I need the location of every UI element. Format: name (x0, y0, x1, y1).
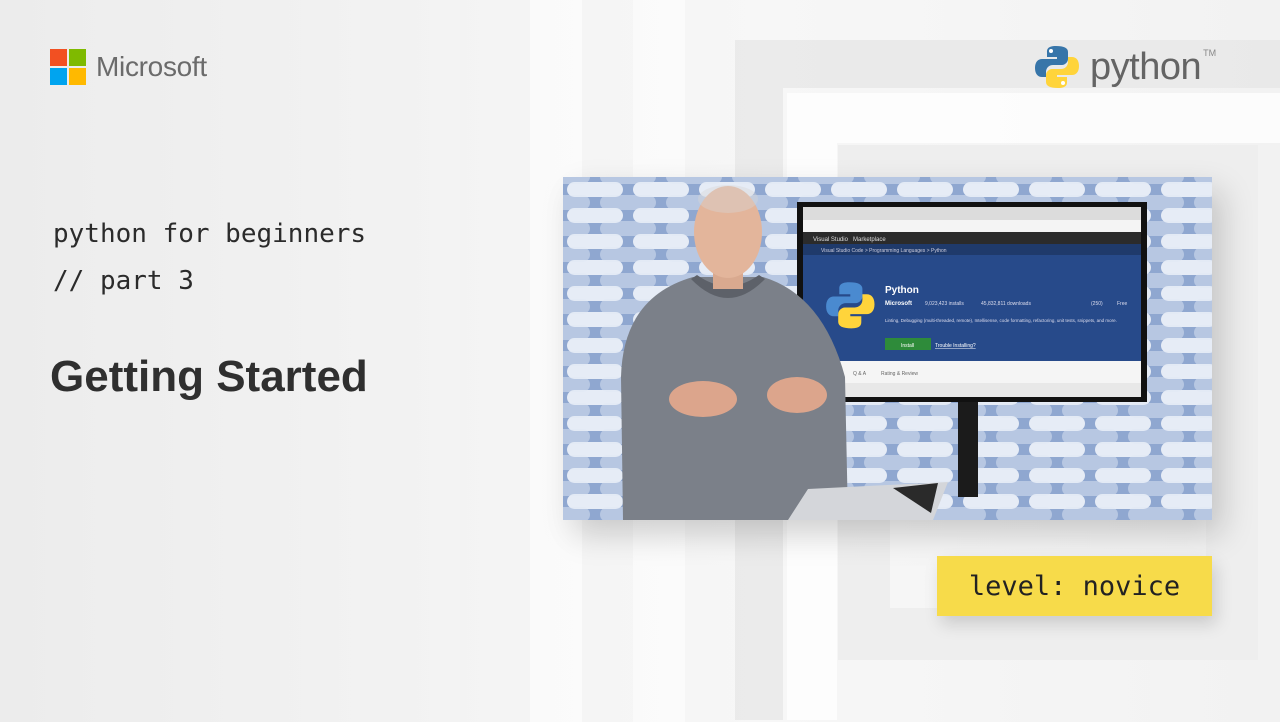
series-name: python for beginners (53, 219, 367, 249)
microsoft-wordmark: Microsoft (96, 51, 207, 82)
ms-square-red (50, 49, 67, 66)
ms-square-blue (50, 68, 67, 85)
series-part: // part 3 (53, 266, 194, 296)
monitor-breadcrumb: Visual Studio Code > Programming Languag… (821, 248, 947, 254)
python-snake-icon (1035, 46, 1079, 88)
presenter-scene-image: Marketplace Visual Studio Visual Studio … (563, 177, 1212, 520)
episode-title: Getting Started (50, 352, 368, 401)
monitor-install-button: Install (901, 343, 914, 349)
monitor-tab-qa: Q & A (853, 371, 867, 377)
monitor-installs: 9,023,423 installs (925, 301, 964, 307)
monitor-description: Linting, Debugging (multi-threaded, remo… (885, 318, 1117, 323)
video-thumbnail: Marketplace Visual Studio Visual Studio … (563, 177, 1212, 520)
monitor-downloads: 45,832,811 downloads (981, 301, 1031, 307)
microsoft-grid-icon (50, 49, 86, 85)
monitor-trouble-link: Trouble Installing? (935, 343, 976, 349)
ms-square-green (69, 49, 86, 66)
python-wordmark: python (1090, 45, 1202, 88)
python-logo: python TM (1034, 44, 1216, 90)
monitor-price: Free (1117, 301, 1128, 307)
monitor-rating: (250) (1091, 301, 1103, 307)
python-trademark: TM (1203, 48, 1217, 58)
monitor-publisher: Microsoft (885, 301, 912, 307)
monitor-tab-rating: Rating & Review (881, 371, 918, 377)
monitor-vs-label: Visual Studio (813, 237, 849, 243)
level-badge-label: level: novice (968, 570, 1181, 602)
monitor-marketplace: Marketplace (853, 237, 886, 243)
ms-square-yellow (69, 68, 86, 85)
microsoft-logo: Microsoft (50, 49, 207, 85)
level-badge: level: novice (937, 556, 1212, 616)
monitor-extension-name: Python (885, 285, 919, 296)
